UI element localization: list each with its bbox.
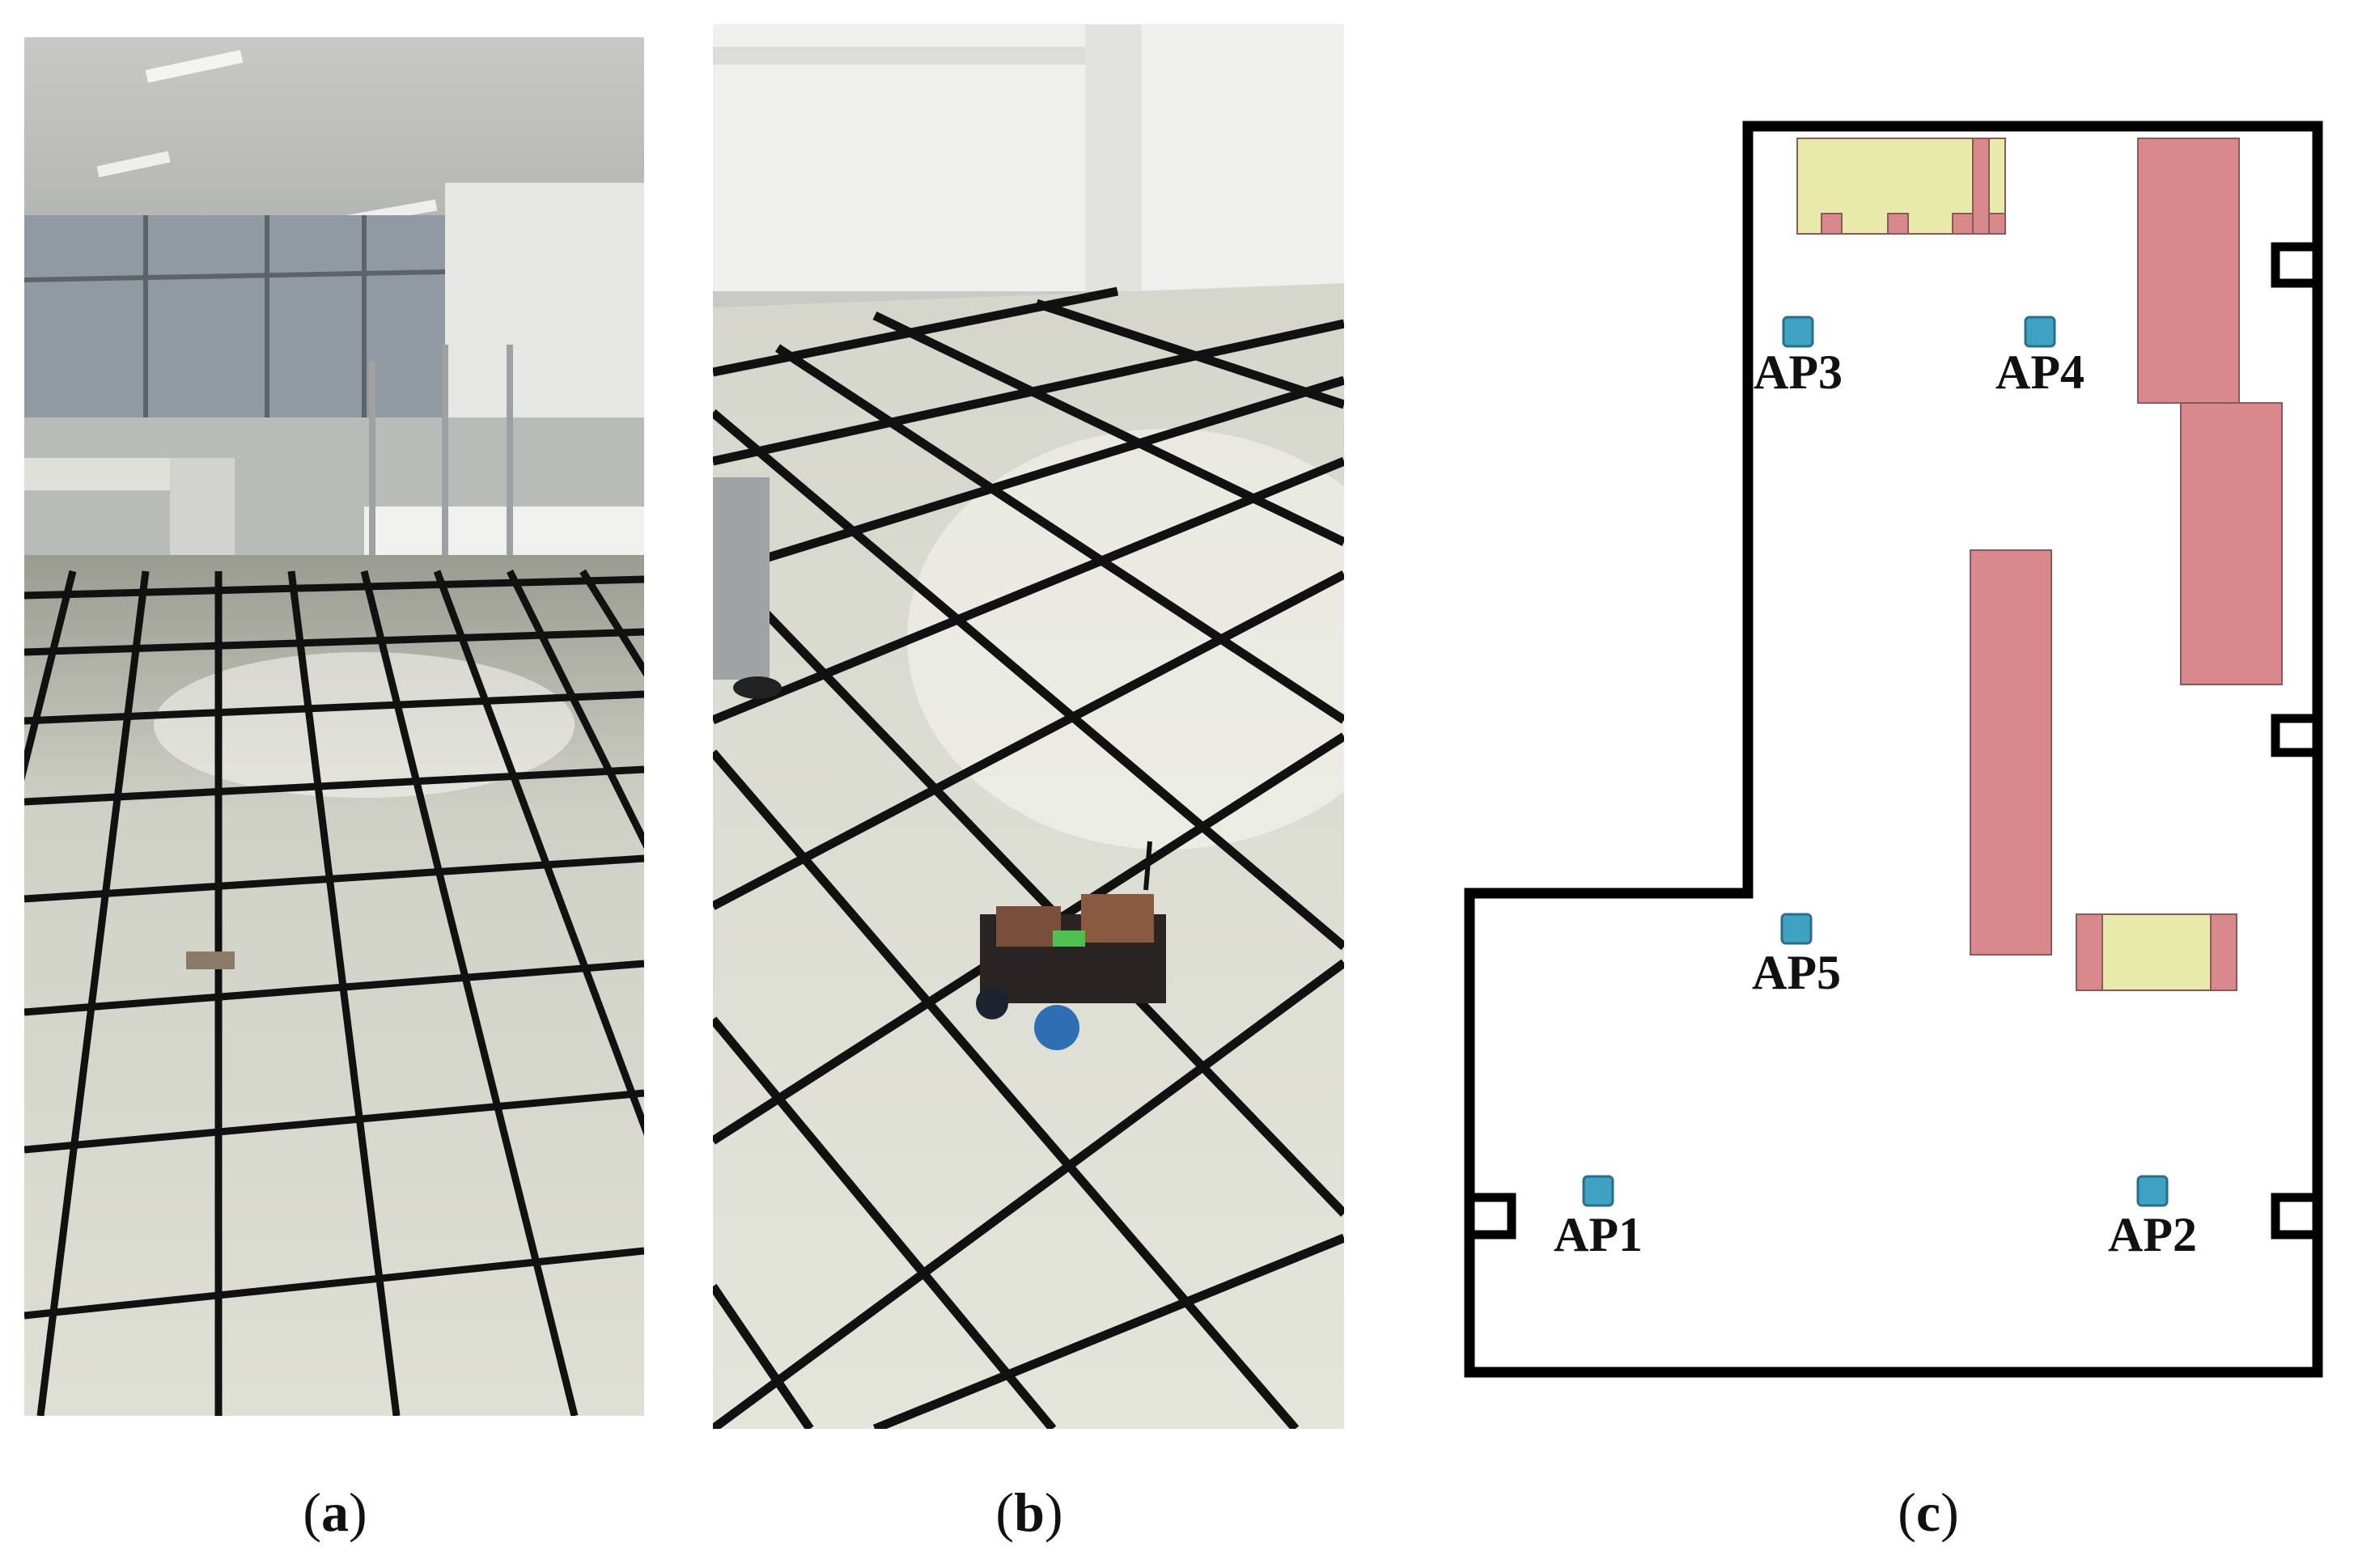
bench-red [2180,402,2283,685]
bench-red [1970,549,2052,956]
leg-red [1988,213,2006,235]
ap3-label: AP3 [1754,345,1843,399]
mobile-robot [976,841,1166,1050]
leg-red [2210,913,2237,991]
leg-red [1952,213,1974,235]
ap4-label: AP4 [1995,345,2084,399]
ap5-label: AP5 [1752,946,1841,999]
photo-panel-a [24,37,644,1416]
ap2-label: AP2 [2108,1208,2197,1261]
wall-niches [1470,242,2318,1240]
ap1-label: AP1 [1554,1208,1643,1261]
bench-red [2137,138,2240,404]
caption-b: (b) [995,1481,1063,1543]
lab-photo-a [24,37,644,1416]
floor-plan: AP3 AP4 AP5 AP1 AP2 [1464,121,2323,1378]
caption-c-letter: c [1915,1481,1941,1543]
ap2-marker [2136,1175,2169,1207]
obstacles [1796,138,2283,991]
shelf-red [1972,138,1990,235]
lab-photo-b [713,24,1344,1429]
access-points: AP3 AP4 AP5 AP1 AP2 [1554,316,2197,1261]
ap1-marker [1582,1175,1614,1207]
leg-red [1887,213,1909,235]
caption-c: (c) [1898,1481,1959,1543]
ap5-marker [1780,913,1813,945]
caption-b-letter: b [1014,1481,1045,1543]
caption-a: (a) [303,1481,367,1543]
ap3-marker [1782,316,1814,348]
outer-wall [1464,121,2323,1378]
caption-a-letter: a [321,1481,349,1543]
photo-panel-b [713,24,1344,1429]
leg-red [2076,913,2103,991]
ap4-marker [2024,316,2056,348]
leg-red [1821,213,1843,235]
